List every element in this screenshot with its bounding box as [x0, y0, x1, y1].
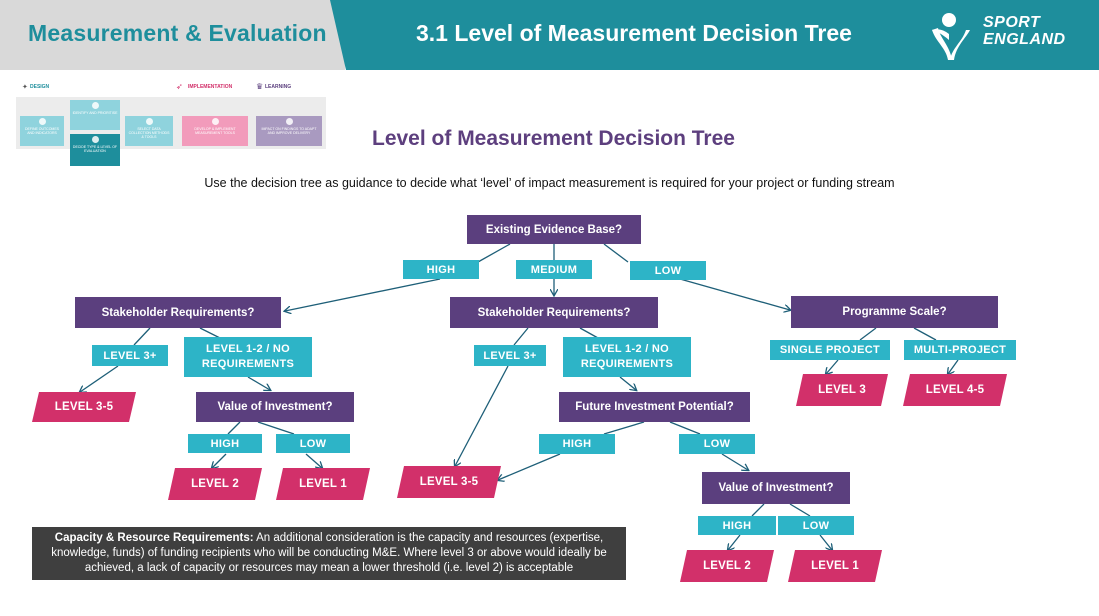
node-mid-option-a: LEVEL 3+ [474, 345, 546, 366]
diagram-subtitle: Use the decision tree as guidance to dec… [204, 176, 895, 190]
process-step-6: IMPACT ON FINDINGS TO ADAPT AND IMPROVE … [256, 116, 322, 146]
connector-high-left-q [285, 278, 441, 311]
lightbulb-icon: ✦ [22, 84, 28, 91]
runner-icon: ➶ [176, 82, 183, 91]
node-left-result-level2: LEVEL 2 [168, 468, 262, 500]
process-step-4-label: SELECT DATA COLLECTION METHODS & TOOLS [128, 127, 170, 139]
node-left-subquestion: Value of Investment? [196, 392, 354, 422]
connector-low-right-q [679, 278, 790, 310]
node-left-question: Stakeholder Requirements? [75, 297, 281, 328]
node-left-sub-low: LOW [276, 434, 350, 453]
connector-mid-b-subq [619, 376, 636, 390]
logo-line-2: ENGLAND [983, 31, 1066, 48]
page-title: 3.1 Level of Measurement Decision Tree [416, 20, 852, 46]
sport-england-logo-icon [932, 13, 970, 60]
node-right-result-b: LEVEL 4-5 [903, 374, 1007, 406]
stage-learning-label: LEARNING [265, 84, 292, 90]
stage-design-label: DESIGN [30, 84, 50, 90]
process-step-4: SELECT DATA COLLECTION METHODS & TOOLS [125, 116, 173, 146]
node-left-option-b: LEVEL 1-2 / NO REQUIREMENTS [184, 337, 312, 377]
node-mid-subquestion: Future Investment Potential? [559, 392, 750, 422]
connector-root-low [603, 243, 629, 263]
node-left-result-a: LEVEL 3-5 [32, 392, 136, 422]
node-mid-sub2-high: HIGH [698, 516, 776, 535]
logo-line-1: SPORT [983, 14, 1041, 31]
node-mid-option-b: LEVEL 1-2 / NO REQUIREMENTS [563, 337, 691, 377]
node-mid-sub-low: LOW [679, 434, 755, 454]
process-step-1: DEFINE OUTCOMES AND INDICATORS [20, 116, 64, 146]
capacity-note: Capacity & Resource Requirements: An add… [32, 527, 626, 580]
connector-left-high-result [212, 453, 227, 468]
node-mid-sub-high: HIGH [539, 434, 615, 454]
process-step-5-label: DEVELOP & IMPLEMENT MEASUREMENT TOOLS [194, 127, 236, 135]
capacity-note-body: An additional consideration is the capac… [51, 532, 607, 574]
connector-root-high [477, 243, 511, 263]
section-title: Measurement & Evaluation [28, 20, 327, 46]
stage-implementation-label: IMPLEMENTATION [188, 84, 233, 90]
connector-left-low-result [305, 453, 322, 468]
connector-mid-a-result [455, 365, 509, 466]
connector-mid-subq2-low [789, 503, 811, 517]
process-step-3: DECIDE TYPE & LEVEL OF EVALUATION [70, 134, 120, 166]
node-mid-subquestion-2: Value of Investment? [702, 472, 850, 504]
connector-mid-subq-low [669, 421, 701, 435]
node-left-result-level1: LEVEL 1 [276, 468, 370, 500]
connector-mid-high-result [498, 453, 561, 480]
node-right-question: Programme Scale? [791, 296, 998, 328]
connector-mid-q-a [513, 327, 529, 346]
process-step-2: IDENTIFY AND PRIORITISE [70, 100, 120, 130]
capacity-note-lead: Capacity & Resource Requirements: [54, 532, 254, 544]
process-step-6-label: IMPACT ON FINDINGS TO ADAPT AND IMPROVE … [261, 127, 317, 135]
node-answer-medium: MEDIUM [516, 260, 592, 279]
logo-wordmark: SPORT ENGLAND [983, 14, 1066, 48]
connector-mid-q-b [579, 327, 599, 339]
node-root-question: Existing Evidence Base? [467, 215, 641, 244]
node-right-option-b: MULTI-PROJECT [904, 340, 1016, 360]
sport-england-logo [926, 10, 1086, 62]
process-step-5: DEVELOP & IMPLEMENT MEASUREMENT TOOLS [182, 116, 248, 146]
process-step-2-label: IDENTIFY AND PRIORITISE [72, 111, 118, 115]
process-step-1-label: DEFINE OUTCOMES AND INDICATORS [24, 127, 60, 135]
node-mid-sub2-low: LOW [778, 516, 854, 535]
connector-mid-low-subq2 [721, 453, 748, 470]
trophy-icon: ♛ [256, 82, 264, 91]
process-step-3-label: DECIDE TYPE & LEVEL OF EVALUATION [72, 145, 118, 153]
connector-left-subq-low [257, 421, 295, 435]
connector-left-b-subq [247, 376, 270, 390]
connector-mid-subq2-low-result [819, 534, 832, 550]
node-mid-result-level1: LEVEL 1 [788, 550, 882, 582]
connector-left-a-result [80, 365, 119, 392]
connector-mid-subq-high [603, 421, 645, 435]
node-left-option-a: LEVEL 3+ [92, 345, 168, 366]
header-left-panel [0, 0, 345, 70]
connector-left-q-b [199, 327, 221, 339]
connector-right-a-result [826, 359, 839, 374]
connector-right-b-result [948, 359, 959, 374]
node-answer-low: LOW [630, 261, 706, 280]
node-mid-result-level2: LEVEL 2 [680, 550, 774, 582]
node-left-sub-high: HIGH [188, 434, 262, 453]
connector-mid-subq2-high [751, 503, 765, 517]
header-right-panel [330, 0, 1099, 70]
connector-right-q-a [859, 327, 877, 341]
diagram-title: Level of Measurement Decision Tree [372, 127, 735, 150]
node-right-result-a: LEVEL 3 [796, 374, 888, 406]
node-mid-result-a: LEVEL 3-5 [397, 466, 501, 498]
node-answer-high: HIGH [403, 260, 479, 279]
node-mid-question: Stakeholder Requirements? [450, 297, 658, 328]
node-right-option-a: SINGLE PROJECT [770, 340, 890, 360]
connector-mid-subq2-high-result [728, 534, 741, 550]
connector-left-subq-high [227, 421, 241, 435]
connector-left-q-a [133, 327, 151, 346]
connector-right-q-b [913, 327, 937, 341]
